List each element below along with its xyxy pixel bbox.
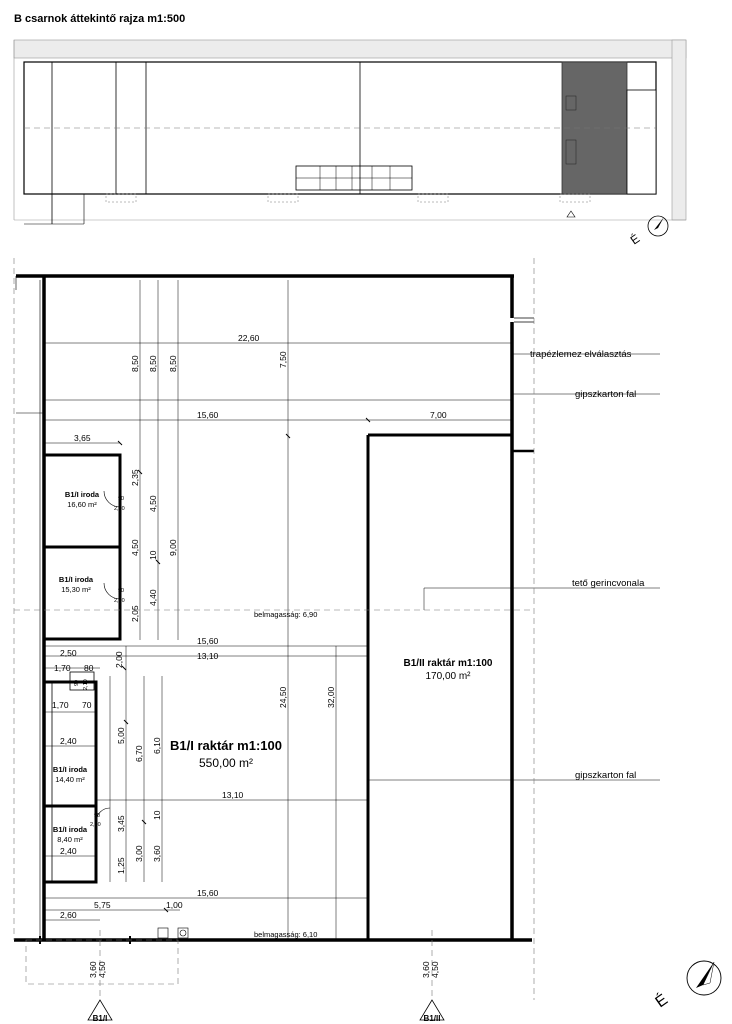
dim-22-60: 22,60 [238, 333, 260, 343]
dim-15-60-b: 15,60 [197, 636, 219, 646]
b2-storage-name: B1/II raktár m1:100 [404, 658, 493, 669]
dim-ticks [117, 417, 371, 913]
north-label-bottom: É [651, 990, 671, 1012]
door-labels: 90 2,10 90 2,10 90 2,10 90 2,10 [74, 496, 125, 828]
section-b1-i: B1/I [93, 1014, 108, 1023]
vdim-9-00: 9,00 [168, 539, 178, 556]
dim-13-10-a: 13,10 [197, 651, 219, 661]
north-arrow-icon: É [651, 960, 722, 1012]
vdim-3-00: 3,00 [134, 845, 144, 862]
dim-7-00: 7,00 [430, 410, 447, 420]
vdim-8-50-c: 8,50 [168, 355, 178, 372]
dim-70: 70 [82, 700, 92, 710]
vdim-8-50-b: 8,50 [148, 355, 158, 372]
door-4-width: 90 [94, 813, 100, 819]
vdim-2-05: 2,05 [130, 605, 140, 622]
vdim-4-50-a: 4,50 [148, 495, 158, 512]
dim-80: 80 [84, 663, 94, 673]
door-1-width: 90 [118, 496, 124, 502]
dim-13-10-b: 13,10 [222, 790, 244, 800]
b1-storage-area: 550,00 m² [199, 756, 253, 770]
dim-5-75: 5,75 [94, 900, 111, 910]
overview-title: B csarnok áttekintő rajza m1:500 [14, 13, 185, 25]
office-2-name: B1/I iroda [59, 575, 94, 584]
office-3-area: 14,40 m² [55, 775, 85, 784]
dashed-lines [13, 258, 535, 1000]
dim-2-60: 2,60 [60, 910, 77, 920]
dim-1-00: 1,00 [166, 900, 183, 910]
vdim-7-50: 7,50 [278, 351, 288, 368]
fixtures [157, 927, 189, 939]
vdim-4-50-c: 4,50 [97, 961, 107, 978]
vdim-8-50-a: 8,50 [130, 355, 140, 372]
vdim-32-00: 32,00 [326, 686, 336, 708]
office-1-area: 16,60 m² [67, 500, 97, 509]
vdim-6-10: 6,10 [152, 737, 162, 754]
door-1-height: 2,10 [114, 506, 125, 512]
office-4-name: B1/I iroda [53, 825, 88, 834]
vdim-3-45: 3,45 [116, 815, 126, 832]
vdim-3-60-c: 3,60 [421, 961, 431, 978]
main-plan-walls [14, 274, 534, 944]
office-3-name: B1/I iroda [53, 765, 88, 774]
b1-storage-name: B1/I raktár m1:100 [170, 738, 282, 753]
dim-3-65: 3,65 [74, 433, 91, 443]
vdim-4-50-d: 4,50 [430, 961, 440, 978]
section-b1-ii: B1/II [424, 1014, 441, 1023]
dim-15-60-c: 15,60 [197, 888, 219, 898]
dim-1-70-a: 1,70 [54, 663, 71, 673]
section-marker-icon [419, 999, 445, 1021]
office-2-area: 15,30 m² [61, 585, 91, 594]
vdim-3-60-a: 3,60 [152, 845, 162, 862]
vdim-5-00: 5,00 [116, 727, 126, 744]
door-2-width: 90 [118, 588, 124, 594]
door-2-height: 2,10 [114, 598, 125, 604]
note-trapez: trapézlemez elválasztás [530, 349, 632, 360]
vdim-4-40: 4,40 [148, 589, 158, 606]
b2-storage-area: 170,00 m² [425, 671, 471, 682]
vdim-3-60-b: 3,60 [88, 961, 98, 978]
vdim-2-00: 2,00 [114, 651, 124, 668]
room-labels: B1/I iroda 16,60 m² B1/I iroda 15,30 m² … [53, 490, 493, 844]
note-height-top: belmagasság: 6,90 [254, 610, 317, 619]
vertical-dimensions: 8,50 8,50 8,50 7,50 2,35 4,50 4,50 10 9,… [88, 351, 440, 978]
vdim-6-70: 6,70 [134, 745, 144, 762]
section-marker-icon [87, 999, 113, 1021]
vdim-1-25: 1,25 [116, 857, 126, 874]
note-gipszkarton-1: gipszkarton fal [575, 389, 636, 400]
note-gipszkarton-2: gipszkarton fal [575, 770, 636, 781]
note-ridge: tető gerincvonala [572, 578, 645, 589]
office-1-name: B1/I iroda [65, 490, 100, 499]
north-label-top: É [627, 231, 642, 248]
north-arrow-icon: É [627, 215, 669, 248]
vdim-2-35: 2,35 [130, 469, 140, 486]
door-swings [95, 490, 121, 823]
overview-plan [13, 39, 687, 225]
door-3-width: 90 [74, 680, 80, 686]
section-markers: B1/I B1/II [87, 999, 445, 1023]
dim-2-40-a: 2,40 [60, 736, 77, 746]
vdim-4-50-b: 4,50 [130, 539, 140, 556]
note-height-bottom: belmagasság: 6,10 [254, 930, 317, 939]
door-4-height: 2,10 [90, 822, 101, 828]
office-4-area: 8,40 m² [57, 835, 83, 844]
vdim-24-50: 24,50 [278, 686, 288, 708]
door-3-height: 2,10 [83, 679, 89, 690]
dim-2-50: 2,50 [60, 648, 77, 658]
horizontal-dimensions: 22,60 15,60 7,00 3,65 15,60 13,10 2,50 1… [52, 333, 447, 920]
reference-lines [44, 280, 660, 940]
dim-2-40-b: 2,40 [60, 846, 77, 856]
dim-15-60-a: 15,60 [197, 410, 219, 420]
dim-1-70-b: 1,70 [52, 700, 69, 710]
vdim-10-a: 10 [148, 550, 158, 560]
annotations: trapézlemez elválasztás gipszkarton fal … [254, 349, 645, 939]
vdim-10-b: 10 [152, 810, 162, 820]
